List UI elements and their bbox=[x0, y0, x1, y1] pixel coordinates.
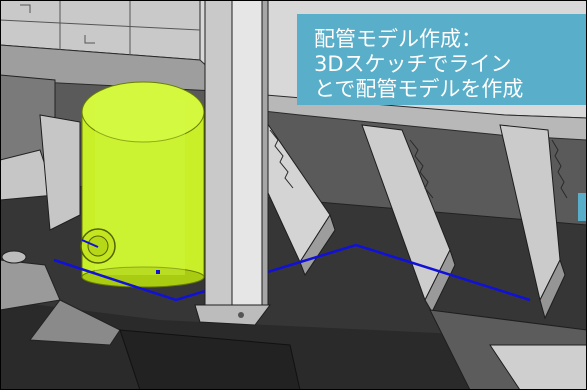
caption-line-3: とで配管モデルを作成 bbox=[314, 77, 524, 101]
tank-model[interactable] bbox=[80, 81, 205, 288]
side-tab[interactable] bbox=[578, 193, 587, 221]
caption-line-1: 配管モデル作成： bbox=[314, 27, 482, 51]
caption-line-2: 3Dスケッチでライン bbox=[314, 52, 512, 76]
caption-callout: 配管モデル作成： 3Dスケッチでライン とで配管モデルを作成 bbox=[297, 14, 587, 105]
steel-column bbox=[194, 0, 271, 326]
